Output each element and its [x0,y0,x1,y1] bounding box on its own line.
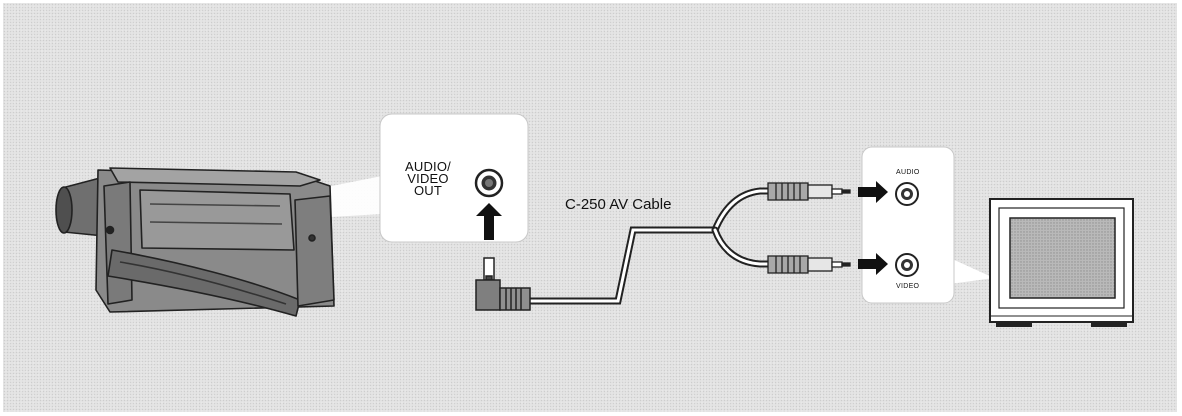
background-panel [3,3,1177,412]
av-out-label-line1: AUDIO/ [405,159,451,174]
insert-arrow-audio [858,181,888,203]
camcorder-illustration [55,167,335,317]
insert-arrow-video [858,253,888,275]
rca-plug-video [767,255,851,274]
tv-input-panel [858,146,994,304]
av-out-label-line2: VIDEO [407,171,449,186]
tv-callout-beam [950,258,994,284]
av-out-label: AUDIO/ VIDEO OUT [392,159,464,198]
television-illustration [989,198,1134,327]
mini-plug-connector [475,257,531,311]
tv-video-label: VIDEO [896,283,920,290]
tv-screen [1009,217,1116,299]
cable-label: C-250 AV Cable [565,196,672,213]
insert-arrow-up [476,203,502,240]
rca-plug-audio [767,182,851,201]
tv-audio-label: AUDIO [896,169,920,176]
av-cable [526,187,774,305]
av-out-inset [379,113,529,243]
av-out-label-line3: OUT [413,183,443,198]
